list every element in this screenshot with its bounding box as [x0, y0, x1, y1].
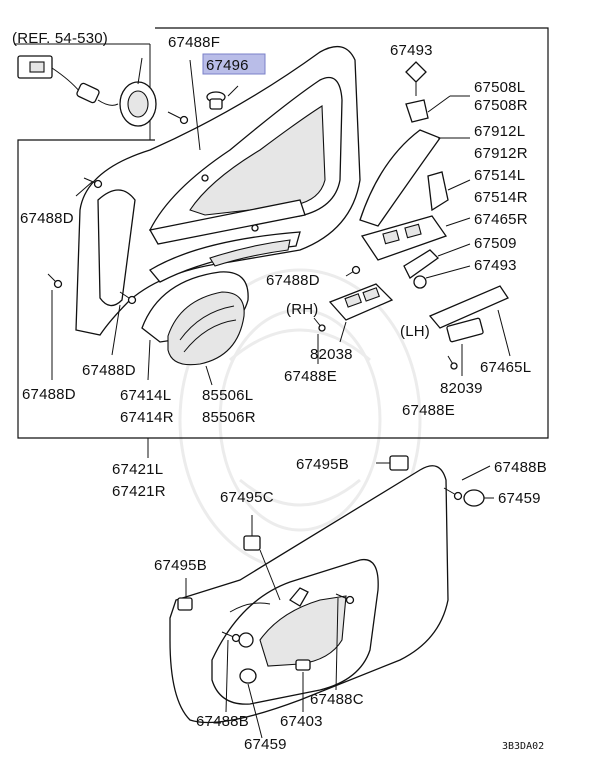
- label-67403[interactable]: 67403: [280, 713, 323, 730]
- label-67496[interactable]: 67496: [206, 57, 249, 74]
- label-67414L[interactable]: 67414L: [120, 387, 171, 404]
- label-67514R[interactable]: 67514R: [474, 189, 528, 206]
- label-67495B-top[interactable]: 67495B: [296, 456, 349, 473]
- label-67509[interactable]: 67509: [474, 235, 517, 252]
- screw-67488D-mid-icon: [345, 265, 361, 277]
- assembly-frame: [17, 27, 549, 439]
- selected-part-highlight: [202, 53, 266, 75]
- label-67493-mid[interactable]: 67493: [474, 257, 517, 274]
- label-67421L[interactable]: 67421L: [112, 461, 163, 478]
- door-trim-panel: [75, 45, 361, 336]
- label-67495C[interactable]: 67495C: [220, 489, 274, 506]
- clip-67495B-left-icon: [177, 578, 193, 611]
- screw-67488E-rh-icon: [313, 317, 326, 364]
- bracket-67508-icon: [405, 95, 470, 123]
- trim-67465L-icon: [428, 285, 511, 357]
- label-67488D-mid[interactable]: 67488D: [266, 272, 320, 289]
- switch-panel-67465R-icon: [360, 215, 471, 261]
- screw-67488B-bottom-icon: [221, 631, 241, 713]
- label-67495B-left[interactable]: 67495B: [154, 557, 207, 574]
- handle-cover-67912-icon: [359, 129, 470, 227]
- label-82039[interactable]: 82039: [440, 380, 483, 397]
- label-67488D-left[interactable]: 67488D: [20, 210, 74, 227]
- screw-67488C-icon: [335, 593, 355, 691]
- nut-67493-top-icon: [405, 61, 427, 96]
- label-67508R[interactable]: 67508R: [474, 97, 528, 114]
- handle-67514-icon: [427, 171, 471, 212]
- label-67488E-lh[interactable]: 67488E: [402, 402, 455, 419]
- label-67459-bottom[interactable]: 67459: [244, 736, 287, 753]
- label-67488C[interactable]: 67488C: [310, 691, 364, 708]
- label-67488F[interactable]: 67488F: [168, 34, 220, 51]
- clip-67495B-top-icon: [376, 455, 409, 471]
- diagram-code: 3B3DA02: [502, 741, 544, 752]
- label-67912R[interactable]: 67912R: [474, 145, 528, 162]
- label-67459-right[interactable]: 67459: [498, 490, 541, 507]
- screw-67488D-inner-icon: [111, 291, 137, 356]
- label-67488D-inner[interactable]: 67488D: [82, 362, 136, 379]
- label-67488B-bottom[interactable]: 67488B: [196, 713, 249, 730]
- screw-67488E-lh-icon: [447, 355, 458, 370]
- label-67465R[interactable]: 67465R: [474, 211, 528, 228]
- switch-82038-icon: [328, 283, 394, 343]
- label-67421R[interactable]: 67421R: [112, 483, 166, 500]
- speaker-ref-group: [14, 43, 157, 140]
- bracket-67509-icon: [403, 243, 471, 279]
- label-67493-top[interactable]: 67493: [390, 42, 433, 59]
- lh-label: (LH): [400, 323, 430, 340]
- label-67488B-right[interactable]: 67488B: [494, 459, 547, 476]
- label-67488E-rh[interactable]: 67488E: [284, 368, 337, 385]
- rh-label: (RH): [286, 301, 318, 318]
- switch-82039-icon: [446, 317, 484, 376]
- clip-67496-icon: [206, 85, 239, 110]
- label-67488D-bottom[interactable]: 67488D: [22, 386, 76, 403]
- clip-67495C-icon: [243, 515, 281, 601]
- cap-67459-right-icon: [463, 489, 494, 507]
- label-67514L[interactable]: 67514L: [474, 167, 525, 184]
- label-67414R[interactable]: 67414R: [120, 409, 174, 426]
- clip-67403-icon: [295, 659, 311, 712]
- part-labels: (REF. 54-530) 67488F 67496 67493 67508L …: [12, 30, 547, 753]
- speaker-grille-85506-icon: [167, 291, 245, 386]
- label-82038[interactable]: 82038: [310, 346, 353, 363]
- screw-67488B-right-icon: [443, 465, 491, 501]
- cap-67459-bottom-icon: [239, 668, 263, 739]
- label-67508L[interactable]: 67508L: [474, 79, 525, 96]
- nut-67493-mid-icon: [413, 265, 471, 289]
- label-67912L[interactable]: 67912L: [474, 123, 525, 140]
- screw-67488F-icon: [167, 59, 201, 151]
- label-85506L[interactable]: 85506L: [202, 387, 253, 404]
- ref-label: (REF. 54-530): [12, 30, 108, 47]
- screw-67488D-left-icon: [75, 177, 103, 197]
- lower-door-panel: [169, 465, 449, 724]
- label-85506R[interactable]: 85506R: [202, 409, 256, 426]
- screw-67488D-bottom-icon: [47, 273, 63, 380]
- label-67465L[interactable]: 67465L: [480, 359, 531, 376]
